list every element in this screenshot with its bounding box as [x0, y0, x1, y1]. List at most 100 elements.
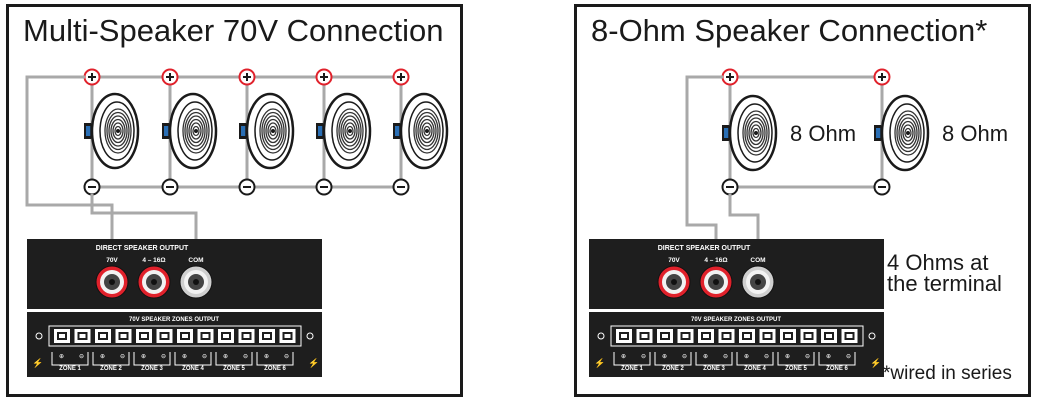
zone-bracket	[174, 352, 212, 366]
negative-terminal-icon	[315, 178, 333, 196]
zone-label: ZONE 4	[182, 366, 204, 372]
zone-bracket	[51, 352, 89, 366]
zone-bracket	[613, 352, 651, 366]
zone-minus-icon: ⊖	[243, 354, 248, 360]
direct-output-label: DIRECT SPEAKER OUTPUT	[96, 245, 189, 252]
terminal-strip-frame	[610, 325, 864, 347]
positive-terminal-icon	[392, 68, 410, 86]
zone-label: ZONE 3	[141, 366, 163, 372]
zone-bracket	[256, 352, 294, 366]
zones-output-label: 70V SPEAKER ZONES OUTPUT	[691, 317, 781, 323]
zone-label: ZONE 5	[785, 366, 807, 372]
zone-bracket	[133, 352, 171, 366]
amp-direct-output-block	[27, 239, 322, 309]
terminal-strip-frame	[48, 325, 302, 347]
zone-plus-icon: ⊕	[826, 354, 831, 360]
zone-plus-icon: ⊕	[182, 354, 187, 360]
speaker-icon	[393, 92, 449, 170]
zone-minus-icon: ⊖	[846, 354, 851, 360]
wires	[25, 68, 410, 275]
wire	[25, 75, 85, 107]
zone-plus-icon: ⊕	[141, 354, 146, 360]
footnote: *wired in series	[883, 363, 1012, 384]
terminal-label: COM	[750, 257, 765, 264]
zone-label: ZONE 1	[621, 366, 643, 372]
speaker-icon	[84, 92, 140, 170]
zone-bracket	[777, 352, 815, 366]
speaker-icon	[162, 92, 218, 170]
zone-plus-icon: ⊕	[59, 354, 64, 360]
panel-title: Multi-Speaker 70V Connection	[23, 13, 444, 48]
terminal-label: 4 – 16Ω	[704, 257, 727, 264]
speakers: 8 Ohm 8 Ohm	[722, 94, 1008, 172]
zone-plus-icon: ⊕	[621, 354, 626, 360]
zone-label: ZONE 1	[59, 366, 81, 372]
speakers	[84, 92, 449, 170]
mount-hole	[868, 332, 876, 340]
terminal-label: 70V	[668, 257, 680, 264]
zone-plus-icon: ⊕	[703, 354, 708, 360]
bolt-icon: ⚡	[594, 357, 605, 369]
zone-minus-icon: ⊖	[764, 354, 769, 360]
panel-title: 8-Ohm Speaker Connection*	[591, 13, 988, 48]
zone-label: ZONE 4	[744, 366, 766, 372]
speaker-icon	[239, 92, 295, 170]
terminal-note-line2: the terminal	[887, 271, 1002, 296]
zone-minus-icon: ⊖	[284, 354, 289, 360]
zone-minus-icon: ⊖	[682, 354, 687, 360]
bolt-icon: ⚡	[308, 357, 319, 369]
binding-post-icon	[741, 265, 775, 299]
zone-label: ZONE 2	[662, 366, 684, 372]
positive-terminal-icon	[161, 68, 179, 86]
speaker-impedance-label: 8 Ohm	[790, 121, 856, 146]
zone-plus-icon: ⊕	[264, 354, 269, 360]
zone-plus-icon: ⊕	[744, 354, 749, 360]
zones-output-label: 70V SPEAKER ZONES OUTPUT	[129, 317, 219, 323]
mount-hole	[597, 332, 605, 340]
speaker-icon	[874, 94, 930, 172]
zone-label: ZONE 2	[100, 366, 122, 372]
negative-terminal-icon	[83, 178, 101, 196]
speaker-impedance-label: 8 Ohm	[942, 121, 1008, 146]
binding-post-icon	[699, 265, 733, 299]
amplifier: DIRECT SPEAKER OUTPUT 70V 4 – 16Ω COM 70V SP…	[27, 239, 322, 377]
bolt-icon: ⚡	[32, 357, 43, 369]
zone-plus-icon: ⊕	[662, 354, 667, 360]
zone-plus-icon: ⊕	[223, 354, 228, 360]
amp-direct-output-block	[589, 239, 884, 309]
zone-label: ZONE 6	[264, 366, 286, 372]
zone-label: ZONE 3	[703, 366, 725, 372]
multi-speaker-70v-panel: Multi-Speaker 70V Connection DIRECT SPEA…	[6, 4, 463, 397]
speaker-icon	[316, 92, 372, 170]
binding-post-icon	[137, 265, 171, 299]
zone-bracket	[92, 352, 130, 366]
zone-minus-icon: ⊖	[723, 354, 728, 360]
zone-plus-icon: ⊕	[100, 354, 105, 360]
zone-bracket	[695, 352, 733, 366]
zone-bracket	[736, 352, 774, 366]
terminal-label: COM	[188, 257, 203, 264]
binding-post-icon	[95, 265, 129, 299]
mount-hole	[35, 332, 43, 340]
bolt-icon: ⚡	[870, 357, 881, 369]
positive-terminal-icon	[238, 68, 256, 86]
terminal-label: 70V	[106, 257, 118, 264]
zone-bracket	[818, 352, 856, 366]
positive-terminal-icon	[315, 68, 333, 86]
zone-minus-icon: ⊖	[161, 354, 166, 360]
mount-hole	[306, 332, 314, 340]
binding-post-icon	[657, 265, 691, 299]
zone-bracket	[654, 352, 692, 366]
speaker-icon	[722, 94, 778, 172]
zone-label: ZONE 5	[223, 366, 245, 372]
binding-post-icon	[179, 265, 213, 299]
negative-terminal-icon	[238, 178, 256, 196]
terminal-note-line1: 4 Ohms at	[887, 250, 988, 275]
positive-terminal-icon	[721, 68, 739, 86]
amp-zones-block	[589, 312, 884, 377]
terminal-label: 4 – 16Ω	[142, 257, 165, 264]
negative-terminal-icon	[873, 178, 891, 196]
negative-terminal-icon	[392, 178, 410, 196]
